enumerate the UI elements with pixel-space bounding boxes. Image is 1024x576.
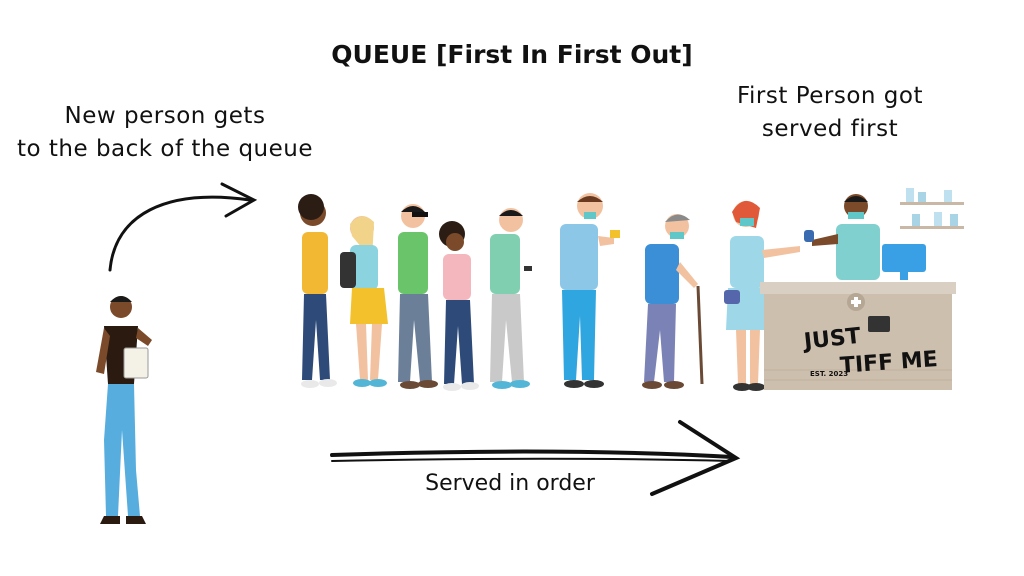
pharmacy-shelves (900, 188, 964, 229)
monitor-icon (882, 244, 926, 280)
note-first-person-line-2: served first (761, 116, 899, 142)
queue-person-6 (560, 193, 620, 388)
pharmacy-counter (760, 282, 956, 390)
queue-person-1 (298, 194, 337, 388)
pharmacist-figure (804, 194, 880, 280)
flow-label: Served in order (425, 471, 595, 496)
note-new-person-line-2: to the back of the queue (16, 136, 314, 162)
queue-person-5 (490, 208, 532, 389)
queue-person-4 (439, 221, 479, 391)
queue-person-7 (642, 214, 704, 389)
new-person-figure (96, 296, 152, 524)
queue-person-2 (340, 216, 388, 387)
flow-arrow (330, 420, 741, 496)
note-new-person: New person gets to the back of the queue (0, 100, 330, 166)
queue-person-3 (398, 204, 438, 389)
note-first-person: First Person got served first (700, 80, 960, 146)
counter-logo-line-1: JUST (801, 324, 862, 355)
curved-arrow (108, 182, 258, 272)
served-customer-figure (724, 200, 800, 391)
note-first-person-line-1: First Person got (736, 83, 923, 109)
diagram-title: QUEUE [First In First Out] (331, 40, 693, 69)
note-new-person-line-1: New person gets (64, 103, 266, 129)
counter-logo-est: EST. 2023 (810, 370, 848, 378)
